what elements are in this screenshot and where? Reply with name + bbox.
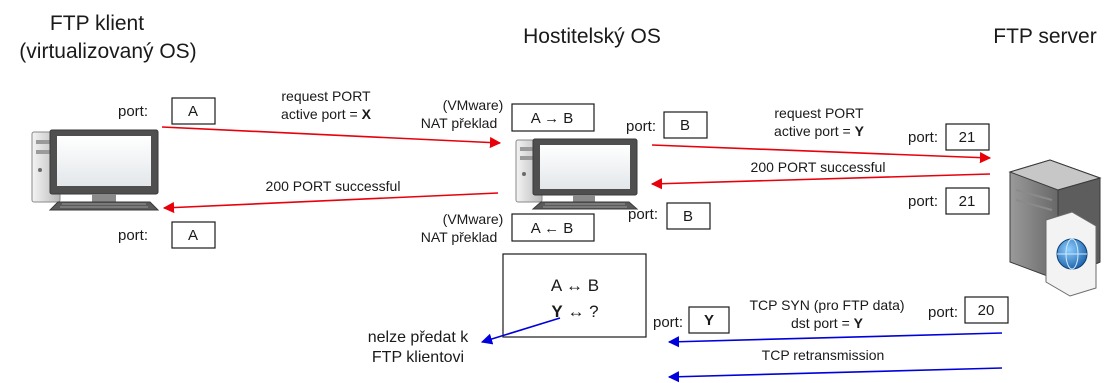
nat-out-box [511, 103, 595, 132]
nat-out-line1: (VMware) [443, 97, 504, 113]
response-server-arrow [650, 173, 991, 190]
host-port-in-value: B [683, 208, 693, 225]
client-port-in-value: A [188, 227, 198, 244]
client-port-out-value: A [188, 103, 198, 120]
client-title: FTP klient [50, 12, 144, 35]
server-port-cmd-in-box [945, 123, 990, 151]
client-port-out-box [171, 97, 216, 125]
response-server-label: 200 PORT successful [751, 159, 886, 175]
server-port-cmd-in-label: port: [908, 129, 938, 146]
host-port-out-label: port: [626, 118, 656, 135]
nat-table-row2: Y ↔ ? [551, 302, 598, 321]
request-port-client-line2: active port = X [281, 106, 372, 122]
host-port-out-value: B [680, 117, 690, 134]
nat-out-line2: NAT překlad [421, 115, 498, 131]
server-port-cmd-out-label: port: [908, 193, 938, 210]
server-title: FTP server [993, 25, 1096, 48]
nat-table-row1: A ↔ B [551, 276, 599, 295]
host-port-in-label: port: [628, 206, 658, 223]
nat-out-mapping: A → B [531, 110, 574, 127]
client-port-in-box [171, 221, 216, 249]
server-port-data-value: 20 [978, 302, 995, 319]
tcp-retransmission-label: TCP retransmission [762, 347, 885, 363]
host-port-data-label: port: [653, 314, 683, 331]
nat-in-line1: (VMware) [443, 211, 504, 227]
request-port-client-line1: request PORT [281, 88, 371, 104]
tcp-syn-line1: TCP SYN (pro FTP data) [749, 297, 904, 313]
failure-line2: FTP klientovi [372, 349, 464, 366]
host-title: Hostitelský OS [523, 25, 661, 48]
client-port-out-label: port: [118, 103, 148, 120]
server-port-cmd-out-box [945, 187, 990, 215]
request-port-host-arrow [651, 144, 992, 164]
server-port-data-box [964, 296, 1009, 324]
server-port-data-label: port: [928, 304, 958, 321]
client-subtitle: (virtualizovaný OS) [19, 40, 196, 63]
tcp-syn-line2: dst port = Y [791, 315, 864, 331]
request-port-host-line1: request PORT [774, 105, 864, 121]
nat-in-line2: NAT překlad [421, 229, 498, 245]
response-client-arrow [162, 192, 499, 214]
server-icon [1008, 159, 1102, 297]
failure-arrow [480, 317, 561, 345]
failure-line1: nelze předat k [368, 329, 470, 346]
nat-in-box [511, 213, 595, 242]
tcp-syn-arrow [667, 332, 1003, 348]
server-port-cmd-in-value: 21 [959, 129, 976, 146]
tcp-retransmission-arrow [667, 367, 1003, 383]
client-port-in-label: port: [118, 227, 148, 244]
host-port-data-value: Y [704, 312, 714, 329]
request-port-client-arrow [161, 126, 502, 149]
host-port-in-box [666, 202, 711, 230]
server-port-cmd-out-value: 21 [959, 193, 976, 210]
nat-in-mapping: A ← B [531, 220, 574, 237]
host-port-data-box [688, 306, 730, 334]
nat-table-box [502, 253, 647, 338]
response-client-label: 200 PORT successful [266, 178, 401, 194]
host-computer-icon [515, 138, 639, 210]
host-port-out-box [663, 111, 708, 139]
request-port-host-line2: active port = Y [774, 123, 865, 139]
client-computer-icon [31, 129, 160, 211]
